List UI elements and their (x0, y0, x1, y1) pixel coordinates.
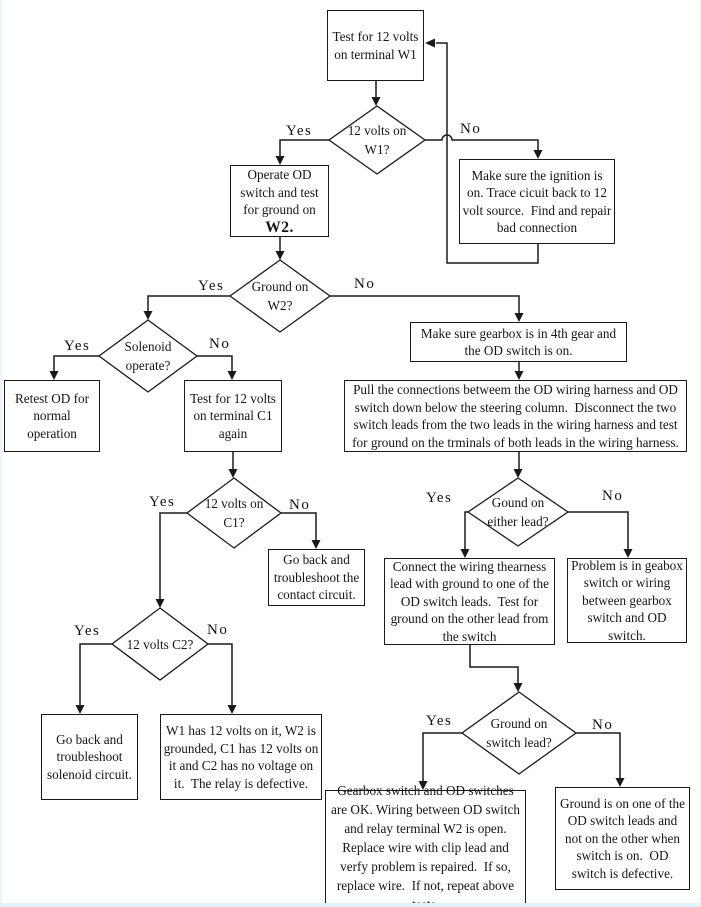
branch-label-yes: Yes (198, 278, 225, 294)
node-relay-defective: W1 has 12 volts on it, W2 is grounded, C… (160, 714, 322, 800)
node-text-w2: W2. (265, 218, 294, 236)
arrowheads (49, 38, 633, 790)
node-pull-connections: Pull the connections betweem the OD wiri… (344, 380, 687, 452)
node-text: Go back and troubleshoot solenoid circui… (47, 731, 132, 782)
node-text: Problem is in geabox switch or wiring be… (571, 557, 687, 643)
branch-label-no: No (209, 336, 231, 352)
decision-ground-switch-lead: Ground on switch lead? (462, 692, 576, 774)
decision-text: 12 volts C2? (126, 636, 194, 652)
decision-12v-c2: 12 volts C2? (112, 608, 208, 680)
decision-solenoid-operate: Solenoid operate? (99, 320, 197, 392)
node-text: Connect the wiring thearness lead with g… (390, 558, 553, 644)
branch-label-no: No (354, 276, 376, 292)
decision-12v-w1: 12 volts on W1? (329, 106, 425, 174)
branch-label-no: No (602, 488, 624, 504)
node-text-main: Operate OD switch and test for ground on (240, 167, 322, 217)
branch-label-no: No (289, 497, 311, 513)
decision-text: Gound on either lead? (487, 495, 549, 529)
branch-label-yes: Yes (426, 490, 453, 506)
node-test-w1: Test for 12 volts on terminal W1 (327, 10, 424, 81)
decision-text: 12 volts on W1? (347, 123, 407, 157)
decision-ground-w2: Ground on W2? (230, 260, 330, 332)
node-ignition-check: Make sure the ignition is on. Trace cicu… (459, 159, 615, 244)
node-test-c1: Test for 12 volts on terminal C1 again (184, 380, 282, 452)
branch-label-yes: Yes (149, 494, 176, 510)
decision-ground-either-lead: Gound on either lead? (468, 478, 568, 546)
decision-text: Ground on W2? (251, 279, 309, 313)
branch-label-yes: Yes (426, 713, 453, 729)
node-text: Retest OD for normal operation (15, 390, 93, 441)
node-retest-od: Retest OD for normal operation (4, 380, 100, 452)
node-gearbox-ok: Gearbox switch and OD switches are OK. W… (325, 783, 526, 903)
node-text: Make sure gearbox is in 4th gear and the… (420, 325, 620, 359)
node-od-switch-defective: Ground is on one of the OD switch leads … (555, 787, 690, 890)
node-text: Ground is on one of the OD switch leads … (560, 795, 689, 881)
node-text: Test for 12 volts on terminal C1 again (190, 390, 280, 441)
node-text: W1 has 12 volts on it, W2 is grounded, C… (163, 723, 322, 791)
decision-12v-c1: 12 volts on C1? (187, 478, 281, 548)
node-connect-harness: Connect the wiring thearness lead with g… (384, 558, 555, 645)
decision-text: 12 volts on C1? (204, 496, 264, 530)
branch-label-no: No (207, 622, 229, 638)
node-text: Pull the connections betweem the OD wiri… (352, 382, 682, 450)
node-text: Gearbox switch and OD switches are OK. W… (331, 783, 524, 907)
node-gearbox-problem: Problem is in geabox switch or wiring be… (567, 558, 687, 643)
node-text: Go back and troubleshoot the contact cir… (273, 552, 363, 603)
node-text: Make sure the ignition is on. Trace cicu… (462, 167, 615, 236)
decision-text: Ground on switch lead? (486, 716, 552, 750)
node-gearbox-4th: Make sure gearbox is in 4th gear and the… (410, 322, 627, 362)
node-operate-od-switch: Operate OD switch and test for ground on… (230, 165, 329, 237)
node-contact-circuit: Go back and troubleshoot the contact cir… (268, 549, 365, 606)
branch-label-yes: Yes (74, 623, 101, 639)
node-text: Test for 12 volts on terminal W1 (332, 29, 422, 62)
branch-label-no: No (460, 121, 482, 137)
node-solenoid-circuit: Go back and troubleshoot solenoid circui… (41, 714, 138, 800)
branch-label-yes: Yes (286, 123, 313, 139)
branch-label-yes: Yes (64, 338, 91, 354)
decision-text: Solenoid operate? (124, 339, 172, 373)
node-text: Operate OD switch and test for ground on… (233, 166, 326, 236)
branch-label-no: No (592, 717, 614, 733)
